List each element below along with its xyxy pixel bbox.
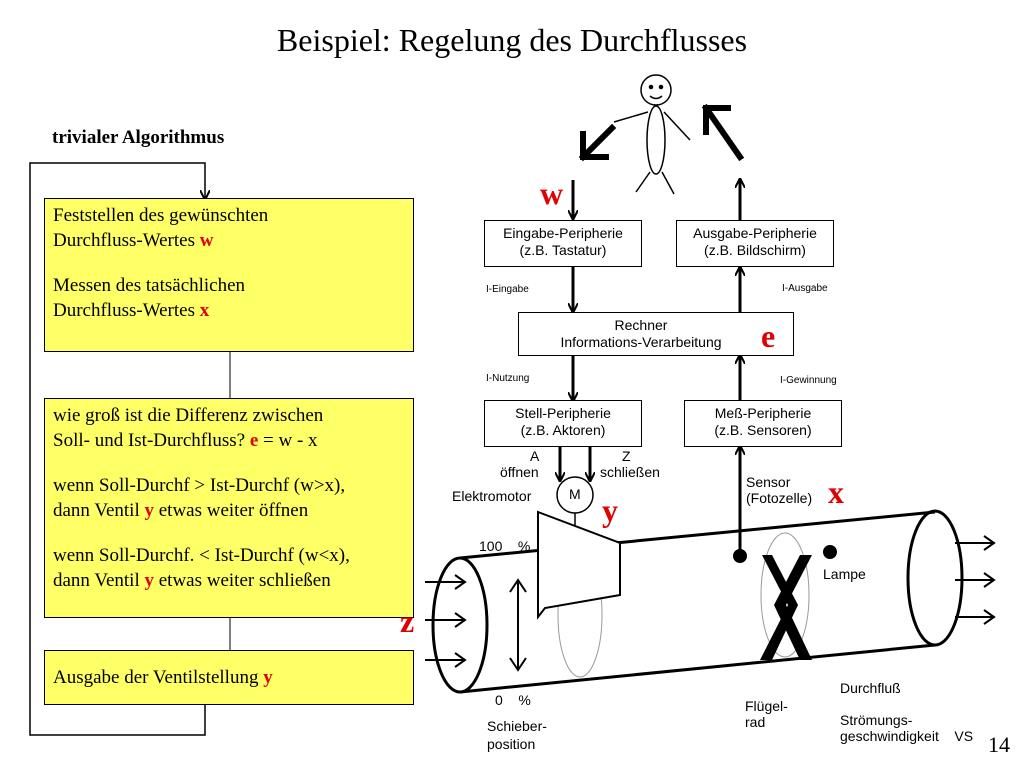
sensor-dot (733, 549, 747, 563)
mess-title: Meß-Peripherie (714, 405, 812, 421)
label-0-percent: 0 % (495, 692, 531, 708)
letter-y: y (602, 492, 618, 528)
pipe-icon (431, 509, 964, 694)
label-fotozelle: (Fotozelle) (746, 490, 813, 506)
step2-line4a: dann Ventil (53, 500, 145, 521)
algorithm-step-measure: Feststellen des gewünschten Durchfluss-W… (44, 198, 414, 352)
var-e: e (249, 430, 259, 451)
eingabe-peripherie-box: Eingabe-Peripherie (z.B. Tastatur) (484, 220, 642, 267)
step2-line5: wenn Soll-Durchf. < Ist-Durchf (w<x), (53, 545, 350, 566)
page-number: 14 (988, 732, 1010, 757)
algorithm-heading: trivialer Algorithmus (52, 127, 225, 148)
step2-equation: = w - x (258, 430, 318, 451)
stell-title: Stell-Peripherie (515, 405, 611, 421)
algorithm-step-compare: wie groß ist die Differenz zwischen Soll… (44, 398, 414, 618)
paddle-wheel-icon (760, 555, 812, 660)
step2-line3: wenn Soll-Durchf > Ist-Durchf (w>x), (53, 475, 346, 496)
loop-line (29, 162, 205, 736)
pipe-inner-ellipse-2 (760, 532, 810, 658)
label-elektromotor: Elektromotor (452, 488, 532, 504)
letter-w: w (540, 175, 564, 211)
page-title: Beispiel: Regelung des Durchflusses (276, 22, 748, 58)
var-w: w (199, 230, 214, 251)
input-arrow-icon (578, 123, 617, 162)
label-i-nutzung: I-Nutzung (486, 373, 530, 384)
var-y-output: y (263, 667, 273, 688)
algorithm-step-output: Ausgabe der Ventilstellung y (44, 650, 414, 705)
step1-line2: Durchfluss-Wertes (53, 230, 200, 251)
step1-line4: Durchfluss-Wertes (53, 300, 200, 321)
ausgabe-example: (z.B. Bildschirm) (704, 242, 806, 258)
label-oeffnen: öffnen (500, 464, 539, 480)
var-y-close: y (144, 570, 154, 591)
label-i-gewinnung: I-Gewinnung (780, 375, 837, 386)
outlet-arrows (955, 535, 996, 625)
eingabe-title: Eingabe-Peripherie (503, 225, 623, 241)
letter-z: z (400, 603, 415, 639)
ausgabe-title: Ausgabe-Peripherie (693, 225, 817, 241)
step2-line2: Soll- und Ist-Durchfluss? (53, 430, 250, 451)
step2-line1: wie groß ist die Differenz zwischen (53, 405, 324, 426)
mess-peripherie-box: Meß-Peripherie (z.B. Sensoren) (684, 400, 842, 447)
label-100-percent: 100 % (479, 538, 531, 554)
label-z-close: Z (622, 448, 631, 464)
label-position: position (487, 736, 536, 752)
step2-line4b: etwas weiter öffnen (153, 500, 309, 521)
rechner-box: Rechner Informations-Verarbeitung (518, 312, 794, 356)
label-sensor: Sensor (746, 474, 791, 490)
ausgabe-peripherie-box: Ausgabe-Peripherie (z.B. Bildschirm) (676, 220, 834, 267)
letter-e: e (761, 318, 776, 354)
var-y-open: y (144, 500, 154, 521)
rechner-title: Rechner (614, 317, 668, 333)
label-rad: rad (745, 714, 766, 730)
label-i-eingabe: I-Eingabe (486, 284, 529, 295)
label-lampe: Lampe (823, 566, 866, 582)
label-i-ausgabe: I-Ausgabe (782, 283, 828, 294)
output-arrow-icon (701, 103, 745, 162)
label-fluegel: Flügel- (745, 698, 788, 714)
var-x: x (199, 300, 210, 321)
label-schliessen: schließen (600, 464, 660, 480)
step1-line3: Messen des tatsächlichen (53, 275, 246, 296)
label-durchfluss: Durchfluß (840, 680, 901, 696)
step2-line6b: etwas weiter schließen (153, 570, 331, 591)
rechner-subtitle: Informations-Verarbeitung (560, 334, 722, 350)
label-a: A (530, 448, 540, 464)
label-geschwindigkeit: geschwindigkeit VS (840, 728, 974, 744)
step3-text: Ausgabe der Ventilstellung (53, 667, 264, 688)
lamp-dot (823, 545, 837, 559)
motor-label: M (569, 486, 581, 502)
stell-peripherie-box: Stell-Peripherie (z.B. Aktoren) (484, 400, 642, 447)
step2-line6a: dann Ventil (53, 570, 145, 591)
stick-figure-icon (613, 74, 691, 195)
inlet-arrows (425, 574, 467, 668)
eingabe-example: (z.B. Tastatur) (519, 242, 607, 258)
label-schieber: Schieber- (487, 718, 547, 734)
letter-x: x (828, 474, 844, 510)
step1-line1: Feststellen des gewünschten (53, 205, 269, 226)
label-stroemungs: Strömungs- (840, 712, 913, 728)
valve-plate (537, 510, 621, 620)
mess-example: (z.B. Sensoren) (714, 422, 812, 438)
stell-example: (z.B. Aktoren) (520, 422, 606, 438)
